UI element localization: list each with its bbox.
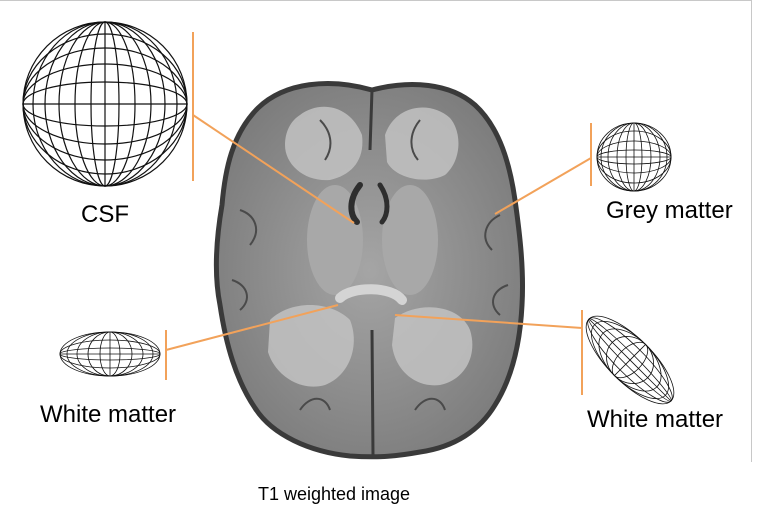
csf-sphere-glyph xyxy=(23,22,187,186)
deep-grey-right xyxy=(382,185,438,295)
figure-caption: T1 weighted image xyxy=(0,484,668,505)
grey-matter-sphere-glyph xyxy=(597,123,671,191)
white-matter-left-label: White matter xyxy=(40,403,176,427)
white-matter-ellipsoid-right-glyph xyxy=(573,303,686,416)
csf-label: CSF xyxy=(81,203,129,227)
white-matter-right-label: White matter xyxy=(587,408,723,432)
white-matter-ellipsoid-left-glyph xyxy=(60,332,160,376)
white-matter-frontal-right xyxy=(385,108,458,180)
grey-matter-label: Grey matter xyxy=(606,199,733,223)
brain-mri-slice xyxy=(216,84,522,457)
